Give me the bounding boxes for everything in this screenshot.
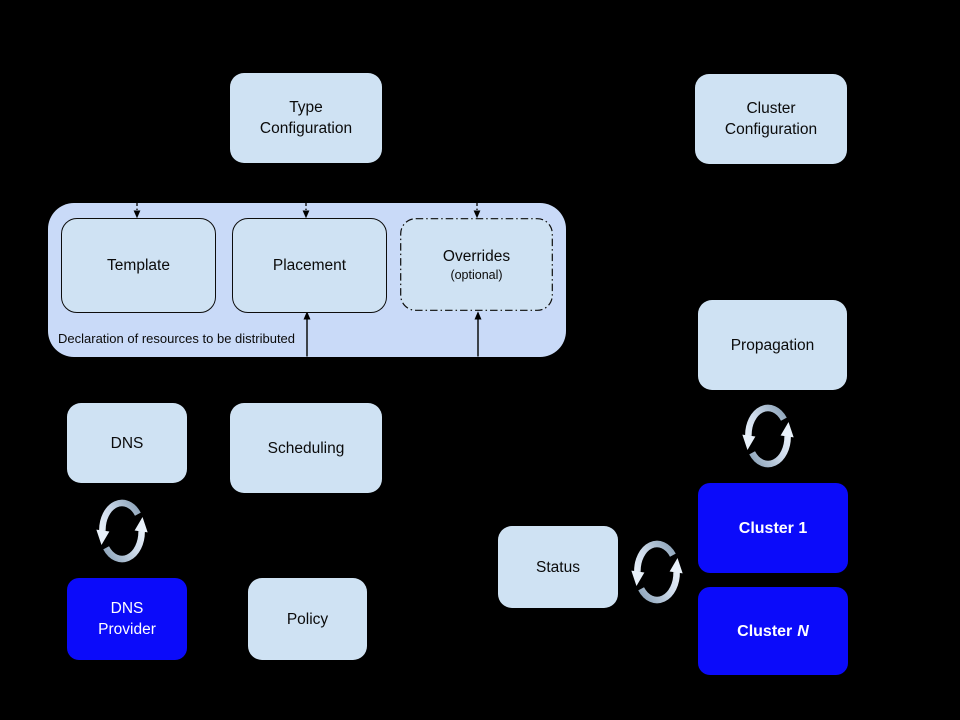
- overrides-sublabel: (optional): [450, 268, 503, 282]
- cluster-1-label: Cluster 1: [738, 519, 808, 537]
- cluster-1-box: Cluster 1: [698, 483, 848, 573]
- propagation-box: Propagation: [698, 300, 847, 390]
- dns-provider-label-line1: DNS: [110, 600, 144, 617]
- overrides-box: Overrides (optional): [400, 218, 553, 311]
- type-configuration-box: Type Configuration: [230, 73, 382, 163]
- dns-label: DNS: [110, 434, 144, 452]
- sync-arrows-icon: [94, 494, 150, 568]
- placement-label: Placement: [272, 257, 347, 274]
- policy-box: Policy: [248, 578, 367, 660]
- propagation-label: Propagation: [730, 336, 815, 354]
- dash-dot-border: [400, 218, 553, 311]
- scheduling-label: Scheduling: [267, 439, 345, 457]
- policy-label: Policy: [286, 610, 329, 628]
- template-box: Template: [61, 218, 216, 313]
- status-label: Status: [536, 558, 580, 576]
- status-box: Status: [498, 526, 618, 608]
- overrides-label: Overrides: [442, 248, 511, 265]
- scheduling-box: Scheduling: [230, 403, 382, 493]
- type-configuration-label-line2: Configuration: [259, 120, 353, 137]
- dns-provider-box: DNS Provider: [67, 578, 187, 660]
- cluster-configuration-label-line2: Configuration: [724, 121, 818, 138]
- type-configuration-label-line1: Type: [289, 99, 323, 116]
- cluster-configuration-label-line1: Cluster: [746, 100, 796, 117]
- dns-box: DNS: [67, 403, 187, 483]
- cluster-n-box: Cluster N: [698, 587, 848, 675]
- dns-provider-label-line2: Provider: [98, 621, 156, 638]
- template-label: Template: [107, 257, 170, 274]
- cluster-configuration-box: Cluster Configuration: [695, 74, 847, 164]
- cluster-n-label: Cluster N: [737, 622, 809, 640]
- container-caption: Declaration of resources to be distribut…: [58, 331, 296, 346]
- placement-box: Placement: [232, 218, 387, 313]
- sync-arrows-icon: [740, 399, 796, 473]
- sync-arrows-icon: [629, 535, 685, 609]
